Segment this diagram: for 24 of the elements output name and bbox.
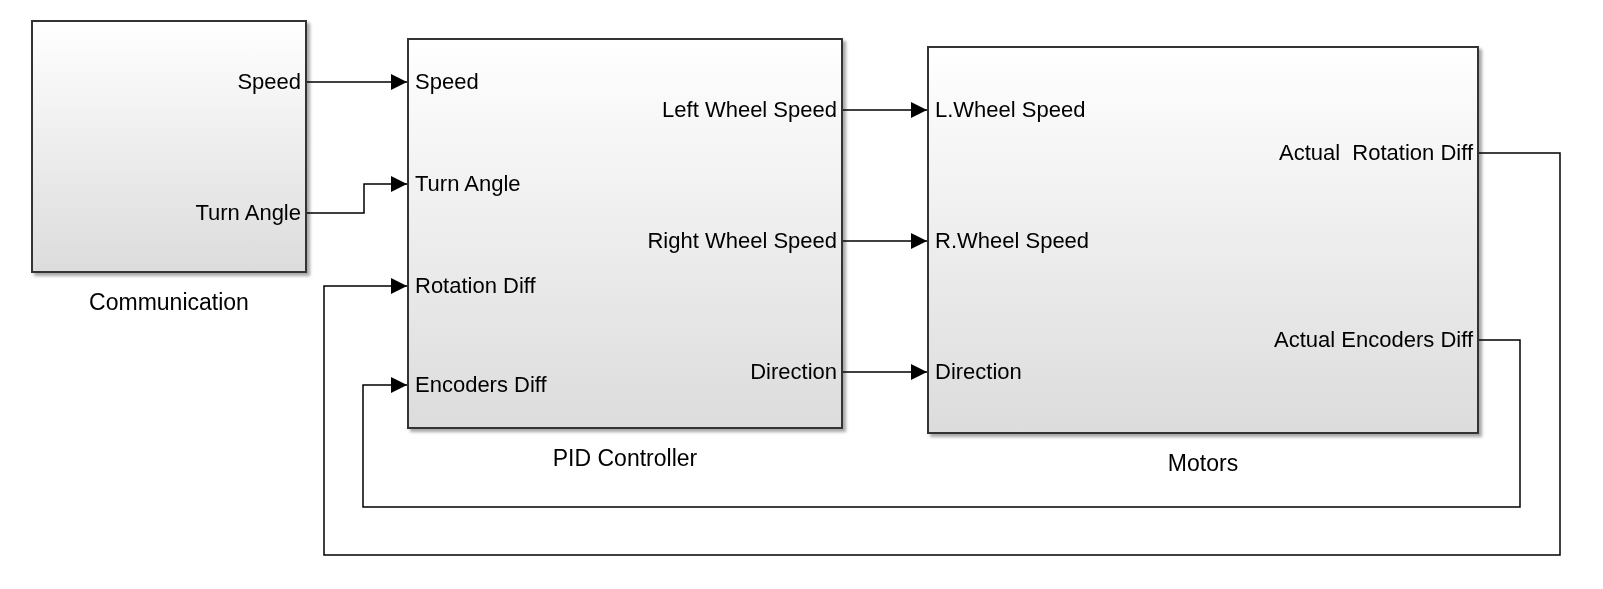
port-label: Encoders Diff xyxy=(407,371,547,399)
block-label: Motors xyxy=(1167,449,1239,478)
signal-arrow xyxy=(842,233,928,249)
block-label: Communication xyxy=(89,288,249,317)
port-label: L.Wheel Speed xyxy=(927,96,1086,124)
port-label: Speed xyxy=(407,68,479,96)
signal-arrow xyxy=(306,176,408,214)
port-label: Speed xyxy=(237,68,307,96)
port-label: Direction xyxy=(750,358,843,386)
port-label: Right Wheel Speed xyxy=(647,227,843,255)
port-label: Direction xyxy=(927,358,1022,386)
signal-arrow xyxy=(323,152,1561,556)
port-label: R.Wheel Speed xyxy=(927,227,1090,255)
signal-arrow xyxy=(842,364,928,380)
signal-arrow xyxy=(362,339,1521,508)
port-label: Left Wheel Speed xyxy=(662,96,843,124)
signal-arrow xyxy=(306,74,408,90)
block-label: PID Controller xyxy=(552,444,698,473)
port-label: Actual Rotation Diff xyxy=(1278,139,1479,167)
port-label: Turn Angle xyxy=(407,170,521,198)
port-label: Actual Encoders Diff xyxy=(1274,326,1479,354)
port-label: Turn Angle xyxy=(195,199,307,227)
signal-arrow xyxy=(842,102,928,118)
port-label: Rotation Diff xyxy=(407,272,536,300)
